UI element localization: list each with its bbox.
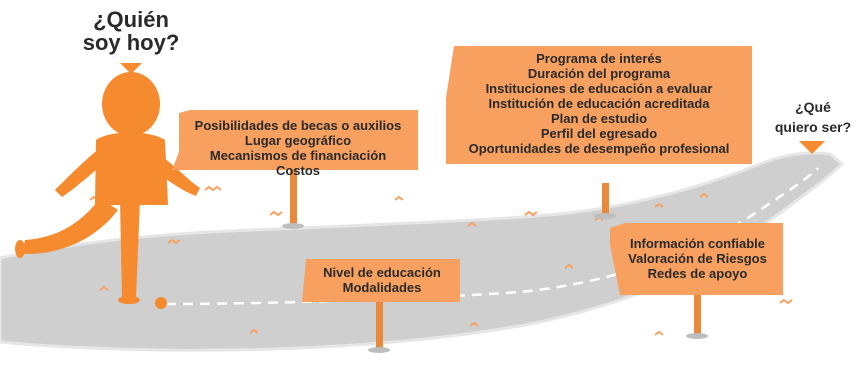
what-to-be-line1: ¿Qué [795, 99, 831, 115]
head-pointer-icon [120, 63, 142, 74]
sign-program-line: Plan de estudio [550, 111, 648, 126]
who-am-i-title: ¿Quién soy hoy? [78, 8, 184, 54]
what-to-be-title: ¿Qué quiero ser? [772, 97, 854, 137]
who-am-i-line2: soy hoy? [82, 30, 180, 55]
sign-education-level-text: Nivel de educación Modalidades [304, 265, 460, 295]
sign-education-level-line: Nivel de educación [323, 265, 441, 280]
sign-financing-line: Mecanismos de financiación [209, 148, 387, 163]
sign-financing-line: Posibilidades de becas o auxilios [194, 118, 402, 133]
sign-program-line: Perfil del egresado [540, 126, 658, 141]
sign-financing-line: Lugar geográfico [244, 133, 352, 148]
sign-reliable-info-line: Información confiable [629, 236, 766, 251]
sign-education-level-line: Modalidades [342, 280, 422, 295]
sign-reliable-info-line: Redes de apoyo [647, 266, 748, 281]
sign-program-line: Duración del programa [527, 66, 671, 81]
sign-program-line: Instituciones de educación a evaluar [485, 81, 713, 96]
start-point [155, 297, 167, 309]
sign-program-text: Programa de interés Duración del program… [446, 51, 752, 156]
sign-program-line: Programa de interés [536, 51, 662, 66]
sign-education-level [302, 259, 460, 353]
sign-program [446, 46, 752, 219]
person-figure [15, 72, 200, 304]
sign-reliable-info [610, 223, 783, 339]
dashed-route [165, 167, 819, 306]
sign-program-line: Oportunidades de desempeño profesional [468, 141, 730, 156]
sign-financing-text: Posibilidades de becas o auxilios Lugar … [178, 118, 418, 178]
what-to-be-line2: quiero ser? [774, 119, 852, 135]
sign-reliable-info-text: Información confiable Valoración de Ries… [612, 236, 783, 281]
sign-program-line: Institución de educación acreditada [488, 96, 710, 111]
sign-financing-line: Costos [275, 163, 321, 178]
sign-financing [172, 110, 418, 229]
destination-pointer-icon [799, 141, 825, 154]
who-am-i-line1: ¿Quién [93, 7, 169, 32]
sign-reliable-info-line: Valoración de Riesgos [628, 251, 767, 266]
